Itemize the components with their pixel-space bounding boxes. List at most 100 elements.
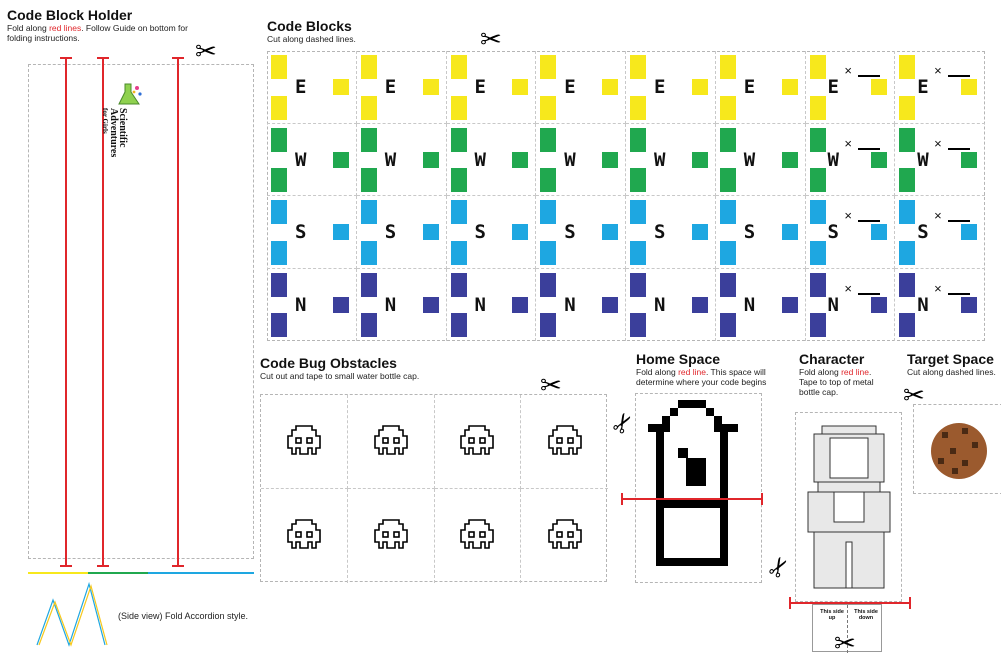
flask-logo-icon <box>118 83 142 105</box>
code-block-s: S <box>356 196 447 269</box>
holder-instr-text: Fold along <box>7 23 50 33</box>
color-tab <box>630 55 646 79</box>
character-panel <box>795 412 902 602</box>
code-block-w: W <box>446 123 537 196</box>
holder-instructions: Fold along red lines. Follow Guide on bo… <box>7 23 247 43</box>
code-blocks-sheet <box>267 51 985 341</box>
color-tab <box>630 272 646 297</box>
accordion-diagram <box>36 581 108 647</box>
code-block-s: S <box>267 196 357 269</box>
scissors-icon: ✂ <box>195 36 217 66</box>
target-subtitle: Cut along dashed lines. <box>907 367 996 377</box>
char-red-line: red line <box>841 367 869 377</box>
color-tab <box>719 200 736 224</box>
code-block-w: W <box>356 123 447 196</box>
color-tab <box>602 151 618 168</box>
color-tab <box>450 272 467 297</box>
color-tab <box>512 79 529 96</box>
color-tab <box>899 168 916 192</box>
color-tab <box>271 127 287 152</box>
repeat-blank <box>948 220 971 223</box>
color-tab <box>360 55 377 79</box>
color-tab <box>809 55 826 79</box>
direction-letter: S <box>295 221 308 244</box>
repeat-blank <box>948 147 971 150</box>
color-tab <box>422 151 439 168</box>
holder-instr-text-2: . Follow Guide on bottom for <box>81 23 188 33</box>
character-header: Character Fold along red line. Tape to t… <box>799 352 874 398</box>
bug-icon <box>282 516 326 556</box>
home-instr-text: Fold along <box>636 367 679 377</box>
cookie-icon <box>931 423 987 479</box>
direction-letter: E <box>743 76 757 99</box>
logo-text-1: Scientific <box>117 108 128 148</box>
code-block-e: E <box>536 51 626 124</box>
color-tab <box>809 127 826 152</box>
color-tab <box>271 200 287 224</box>
direction-letter: E <box>827 76 840 99</box>
character-figure-icon <box>807 425 891 589</box>
color-tab <box>602 296 618 313</box>
code-block-n: N <box>536 268 626 341</box>
side-view-text: (Side view) Fold Accordion style. <box>118 611 249 621</box>
color-tab <box>691 224 708 241</box>
color-tab <box>450 200 467 224</box>
direction-letter: N <box>474 293 487 316</box>
color-tab <box>871 151 888 168</box>
repeat-blank <box>858 147 881 150</box>
color-tab <box>630 240 646 265</box>
color-tab <box>271 240 287 265</box>
code-block-w: W× <box>805 123 896 196</box>
direction-letter: W <box>564 148 577 171</box>
color-tab <box>540 95 557 120</box>
color-tab <box>512 296 529 313</box>
color-tab <box>271 272 287 297</box>
direction-letter: W <box>384 148 398 171</box>
bug-obstacle <box>348 489 435 583</box>
direction-letter: S <box>474 221 487 244</box>
color-tab <box>899 127 916 152</box>
obstacles-header: Code Bug Obstacles Cut out and tape to s… <box>260 355 419 382</box>
color-tab <box>719 168 736 192</box>
house-icon <box>648 400 738 566</box>
repeat-blank <box>948 75 971 78</box>
color-tab <box>719 272 736 297</box>
code-block-s: S <box>715 196 806 269</box>
home-red-line: red line <box>678 367 706 377</box>
character-tab: This side up This side down <box>812 604 882 653</box>
direction-letter: E <box>295 76 308 99</box>
color-tab <box>781 296 798 313</box>
color-tab <box>450 127 467 152</box>
color-tab <box>719 313 736 337</box>
color-tab <box>899 240 916 265</box>
scissors-icon: ✂ <box>903 380 925 410</box>
code-block-s: S× <box>805 196 896 269</box>
color-tab <box>450 168 467 192</box>
holder-instr-line2: folding instructions. <box>7 33 80 43</box>
obstacles-title: Code Bug Obstacles <box>260 355 397 371</box>
bug-obstacle <box>434 395 522 489</box>
code-block-w: W <box>715 123 806 196</box>
color-tab <box>332 296 349 313</box>
logo: Scientific Adventures for Girls <box>101 78 175 168</box>
color-tab <box>630 313 646 337</box>
color-tab <box>899 200 916 224</box>
color-tab <box>630 95 646 120</box>
color-tab <box>899 55 916 79</box>
code-block-s: S <box>536 196 626 269</box>
color-tab <box>271 313 287 337</box>
code-block-n: N <box>267 268 357 341</box>
direction-letter: E <box>654 76 667 99</box>
code-block-e: E <box>356 51 447 124</box>
scissors-icon: ✂ <box>480 24 502 54</box>
color-tab <box>602 224 618 241</box>
direction-letter: N <box>743 293 757 316</box>
code-block-s: S <box>446 196 537 269</box>
color-tab <box>450 55 467 79</box>
color-tab <box>602 79 618 96</box>
direction-letter: W <box>474 148 487 171</box>
scissors-icon: ✂ <box>540 370 562 400</box>
direction-letter: S <box>564 221 577 244</box>
code-block-e: E× <box>895 51 985 124</box>
